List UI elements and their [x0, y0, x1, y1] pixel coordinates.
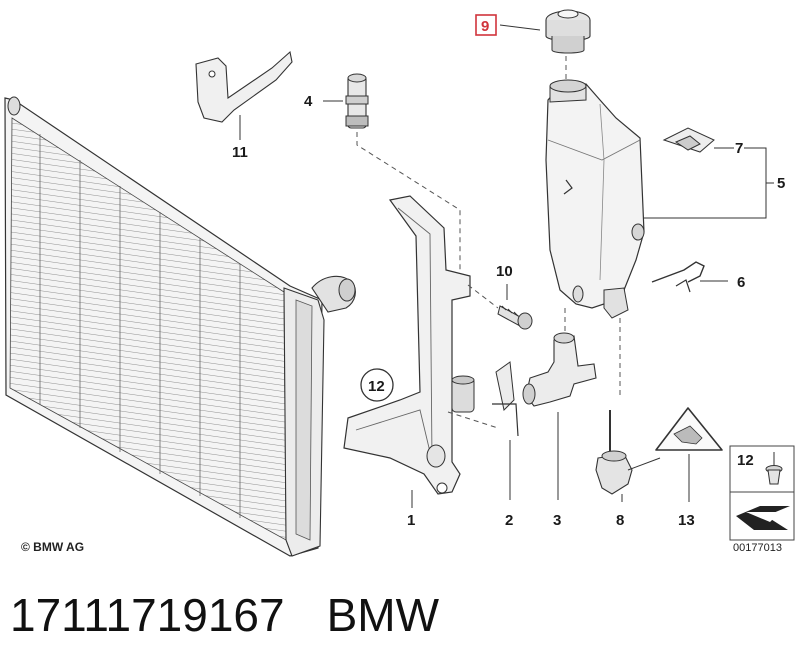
highlight-box-part-9: [475, 14, 497, 36]
tab-part-7: [662, 127, 715, 153]
label-part-10: 10: [496, 263, 513, 280]
mount-part-4: [323, 73, 461, 270]
part-number: 17111719167: [10, 589, 285, 641]
legend-box: [729, 445, 795, 541]
clip-part-2: [447, 361, 519, 500]
label-part-11: 11: [232, 144, 248, 161]
sensor-part-8: [595, 410, 661, 502]
holder-part-1: [343, 195, 475, 508]
radiator: [4, 96, 356, 557]
legend-label-12: 12: [737, 452, 754, 469]
leader-lines: [644, 147, 774, 219]
label-part-9: 9: [481, 18, 489, 35]
parts-diagram: 1 2 3 4 5 6 7 8 9 10 11 13 12 12: [4, 9, 795, 557]
copyright-notice: © BMW AG: [21, 540, 85, 554]
bracket-part-11: [195, 50, 293, 140]
connector-part-3: [522, 308, 597, 500]
part-labels: 1 2 3 4 5 6 7 8 9 10 11 13 12 12: [232, 14, 785, 529]
label-part-8: 8: [616, 512, 624, 529]
label-part-1: 1: [407, 512, 415, 529]
screw-part-10: [467, 284, 533, 330]
circle-part-12: [360, 368, 394, 402]
label-part-12: 12: [368, 378, 385, 395]
warning-label-part-13: [655, 407, 723, 502]
label-part-7: 7: [735, 140, 743, 157]
label-part-4: 4: [304, 93, 313, 110]
part-caption: 17111719167 BMW: [10, 588, 439, 642]
cap-part-9: [499, 9, 591, 54]
expansion-tank-part-5: [545, 56, 645, 396]
wire-clip-part-6: [651, 261, 728, 293]
brand-name: BMW: [326, 589, 440, 641]
reference-code: 00177013: [733, 542, 782, 554]
label-part-2: 2: [505, 512, 513, 529]
label-part-6: 6: [737, 274, 745, 291]
label-part-3: 3: [553, 512, 561, 529]
label-part-5: 5: [777, 175, 785, 192]
label-part-13: 13: [678, 512, 695, 529]
